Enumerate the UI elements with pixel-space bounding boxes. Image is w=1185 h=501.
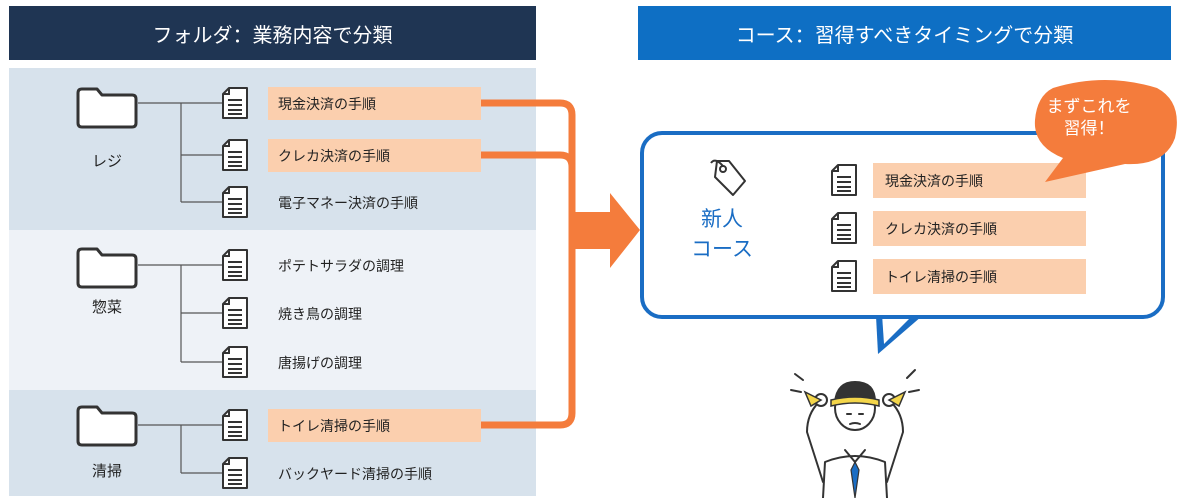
folder-section-header: フォルダ：業務内容で分類 <box>9 6 536 60</box>
document-icon <box>221 345 249 383</box>
folder-label-cleaning: 清掃 <box>91 462 122 480</box>
folder-icon <box>75 403 139 451</box>
doc-label: クレカ決済の手順 <box>885 221 997 238</box>
course-doc-cash-payment[interactable]: 現金決済の手順 <box>873 163 1086 198</box>
doc-label: ポテトサラダの調理 <box>278 259 404 275</box>
doc-label: 焼き鳥の調理 <box>278 307 362 323</box>
folder-label-register: レジ <box>91 152 122 170</box>
doc-item-yakitori[interactable]: 焼き鳥の調理 <box>278 304 362 324</box>
course-title-line1: 新人 <box>701 207 743 231</box>
document-icon <box>221 296 249 334</box>
document-icon <box>221 408 249 446</box>
arrow-right-icon <box>572 193 640 268</box>
person-illustration <box>790 369 920 498</box>
tag-icon <box>705 155 749 203</box>
document-icon <box>221 456 249 494</box>
folder-icon <box>75 245 139 293</box>
document-icon <box>830 259 858 297</box>
doc-label: 電子マネー決済の手順 <box>278 196 418 212</box>
doc-label: トイレ清掃の手順 <box>278 418 390 435</box>
doc-item-credit-payment[interactable]: クレカ決済の手順 <box>268 139 481 172</box>
doc-label: 現金決済の手順 <box>885 173 983 190</box>
doc-item-emoney-payment[interactable]: 電子マネー決済の手順 <box>278 193 418 213</box>
doc-label: トイレ清掃の手順 <box>885 269 997 286</box>
document-icon <box>221 185 249 223</box>
doc-label: 唐揚げの調理 <box>278 356 362 372</box>
document-icon <box>221 86 249 124</box>
doc-item-toilet-cleaning[interactable]: トイレ清掃の手順 <box>268 409 481 442</box>
doc-item-backyard-cleaning[interactable]: バックヤード清掃の手順 <box>278 464 432 484</box>
course-doc-credit-payment[interactable]: クレカ決済の手順 <box>873 211 1086 246</box>
speech-bubble-line2: 習得！ <box>1063 119 1115 139</box>
folder-icon <box>75 85 139 133</box>
course-section-header: コース：習得すべきタイミングで分類 <box>638 6 1171 60</box>
course-doc-toilet-cleaning[interactable]: トイレ清掃の手順 <box>873 259 1086 294</box>
course-title-line2: コース <box>691 237 753 261</box>
speech-bubble-text: まずこれを 習得！ <box>1024 96 1154 140</box>
doc-item-potato-salad[interactable]: ポテトサラダの調理 <box>278 256 404 276</box>
document-icon <box>221 248 249 286</box>
document-icon <box>221 138 249 176</box>
course-title: 新人 コース <box>682 204 762 264</box>
document-icon <box>830 211 858 249</box>
doc-item-karaage[interactable]: 唐揚げの調理 <box>278 353 362 373</box>
doc-label: バックヤード清掃の手順 <box>278 467 432 483</box>
doc-label: 現金決済の手順 <box>278 96 376 113</box>
folder-label-deli: 惣菜 <box>91 298 122 316</box>
doc-item-cash-payment[interactable]: 現金決済の手順 <box>268 87 481 120</box>
speech-bubble-icon <box>1034 80 1177 182</box>
document-icon <box>830 163 858 201</box>
course-box-tail <box>876 314 922 354</box>
doc-label: クレカ決済の手順 <box>278 148 390 165</box>
speech-bubble-line1: まずこれを <box>1046 97 1132 117</box>
